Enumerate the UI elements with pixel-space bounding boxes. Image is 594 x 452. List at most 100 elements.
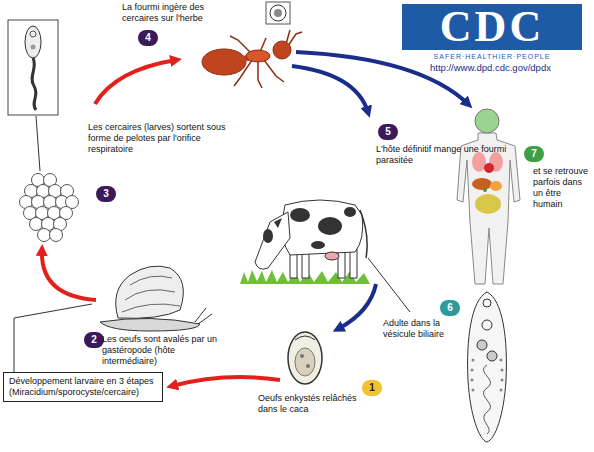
fluke-figure-part — [487, 351, 497, 361]
cycle-arrow — [338, 284, 376, 329]
callout-number: 1 — [362, 380, 382, 396]
ant-figure-part-part — [288, 32, 302, 46]
callout-text: 2 — [84, 332, 104, 348]
cow-figure-part — [318, 217, 342, 235]
seal-icon-part — [274, 9, 282, 17]
egg-figure-part — [295, 348, 315, 376]
slime-ball-figure-part — [30, 218, 43, 231]
slime-ball-figure-part — [50, 229, 63, 242]
cow-figure-part — [274, 218, 282, 228]
callout-text: 4 — [138, 30, 158, 46]
egg-figure-part — [300, 354, 304, 358]
step-caption: Les cercaires (larves) sortent sous form… — [88, 122, 228, 155]
callout-text: 5 — [378, 124, 398, 140]
human-figure-part — [483, 188, 487, 192]
cow-figure-part — [282, 200, 363, 255]
ant-figure-part — [273, 41, 291, 59]
callout-number: 6 — [440, 300, 460, 316]
process-box: Développement larvaire en 3 étapes (Mira… — [3, 372, 163, 402]
seal-icon-part — [266, 2, 290, 24]
fluke-figure-part — [477, 340, 487, 350]
fluke-figure-part-part — [500, 389, 503, 392]
human-figure-part — [484, 163, 494, 173]
callout-text: 7 — [524, 146, 544, 162]
seal-icon — [266, 2, 290, 24]
step-caption: Adulte dans la vésicule biliaire — [383, 318, 445, 340]
callout-text: 3 — [96, 186, 116, 202]
cercaria-figure-part — [8, 20, 58, 115]
ant-figure-part — [246, 50, 270, 62]
human-figure-part — [457, 133, 520, 284]
callout-number: 4 — [138, 30, 158, 46]
ant-figure — [202, 30, 302, 88]
fluke-figure-part — [482, 320, 492, 330]
leader-line — [14, 304, 92, 372]
cdc-logo: CDC SAFER·HEALTHIER·PEOPLE — [402, 4, 582, 61]
egg-figure — [288, 332, 322, 384]
human-figure-part — [490, 181, 502, 191]
snail-figure — [100, 266, 212, 331]
egg-figure-part — [306, 364, 310, 368]
fluke-figure-part-part — [500, 359, 503, 362]
snail-figure-part — [116, 266, 184, 318]
cycle-arrow — [95, 60, 176, 104]
human-figure — [457, 109, 520, 284]
callout-number: 5 — [378, 124, 398, 140]
fluke-figure-part-part — [501, 369, 504, 372]
cercaria-figure — [8, 20, 58, 115]
step-caption: La fourmi ingère des cercaires sur l'her… — [122, 2, 234, 24]
human-figure-part — [475, 194, 501, 214]
source-url: http://www.dpd.cdc.gov/dpdx — [430, 62, 590, 73]
step-caption: Oeufs enkystés relâchés dans le caca — [258, 393, 373, 415]
cercaria-figure-part — [32, 58, 36, 110]
cercaria-figure-part — [30, 31, 36, 37]
egg-figure-part — [295, 336, 315, 340]
cercaria-figure-part — [31, 45, 36, 50]
callout-number: 3 — [96, 186, 116, 202]
cow-figure-part — [290, 208, 310, 222]
snail-figure-part — [122, 276, 180, 312]
cycle-arrow — [292, 66, 368, 112]
egg-figure-part — [288, 332, 322, 384]
fluke-figure-part-part — [472, 359, 475, 362]
fluke-figure-part-part — [471, 369, 474, 372]
slime-ball-figure-part — [38, 229, 51, 242]
cercaria-figure-part — [25, 26, 41, 58]
fluke-figure-part — [483, 299, 491, 307]
ant-figure-part-part — [264, 60, 284, 82]
human-figure-part — [475, 109, 499, 133]
node-text: Développement larvaire en 3 étapes (Mira… — [9, 376, 157, 398]
seal-icon-part — [270, 5, 286, 21]
step-caption: L'hôte définitif mange une fourmi parasi… — [376, 144, 526, 166]
fluke-figure-part-part — [501, 379, 504, 382]
human-figure-part — [472, 152, 486, 172]
snail-figure-part — [100, 318, 200, 331]
leader-line — [36, 116, 40, 171]
node-text: SAFER·HEALTHIER·PEOPLE — [402, 52, 582, 61]
cow-figure — [240, 200, 370, 284]
node-text: CDC — [402, 4, 582, 50]
step-caption: Les oeufs sont avalés par un gastéropode… — [102, 334, 232, 367]
cow-figure-part — [325, 252, 339, 260]
human-figure-part — [472, 178, 492, 190]
slime-ball-figure — [20, 174, 79, 242]
callout-text: 6 — [440, 300, 460, 316]
callout-text: 1 — [362, 380, 382, 396]
cycle-arrow — [172, 377, 280, 386]
fluke-figure-part-part — [471, 379, 474, 382]
fluke-figure-part — [471, 359, 504, 392]
callout-number: 7 — [524, 146, 544, 162]
fluke-figure-part-part — [472, 389, 475, 392]
fluke-figure-part — [484, 365, 491, 434]
ant-figure-part — [202, 49, 246, 75]
cow-figure-part — [263, 229, 273, 243]
cow-figure-part — [255, 212, 290, 269]
ant-figure-part-part — [258, 61, 262, 88]
step-caption: et se retrouve parfois dans un être huma… — [533, 166, 591, 210]
callout-number: 2 — [84, 332, 104, 348]
cow-figure-part — [360, 210, 367, 258]
fluke-figure — [468, 292, 507, 442]
fluke-figure-part — [468, 292, 507, 442]
cycle-arrow — [42, 250, 96, 300]
